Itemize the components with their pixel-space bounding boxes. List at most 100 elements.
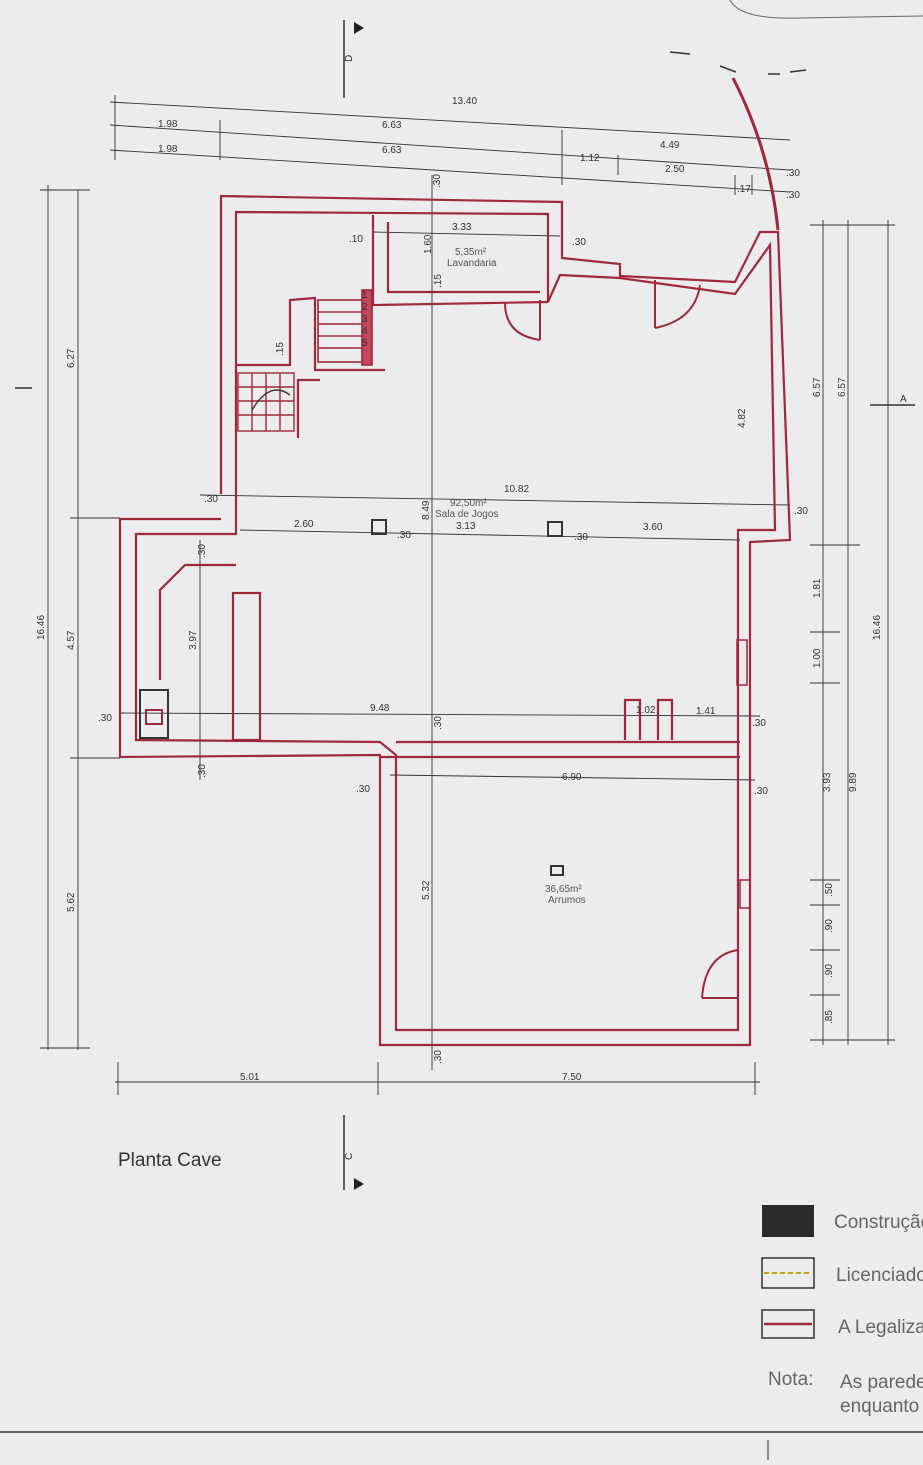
room-name: Lavandaria [447, 258, 497, 269]
dim-int-10: 8.49 [421, 500, 432, 520]
dim-int-19: 9.48 [370, 703, 390, 714]
dim-right-g: .50 [824, 883, 835, 897]
dim-int-11: 2.60 [294, 519, 314, 530]
dim-int-4: .15 [433, 274, 444, 288]
dim-int-16: .30 [794, 506, 808, 517]
dim-int-0: .30 [432, 174, 443, 188]
legend-label: A Legalizar [838, 1317, 923, 1338]
dim-left-b: 4.57 [66, 630, 77, 650]
dim-int-29: .30 [197, 764, 208, 778]
legend-label: Licenciado [836, 1265, 923, 1286]
dim-int-13: 3.60 [643, 522, 663, 533]
drawing-title: Planta Cave [118, 1150, 222, 1171]
room-sala-de-jogos: 92,50m² Sala de Jogos [435, 498, 498, 520]
dim-top-i: .30 [786, 168, 800, 179]
dim-bottom-a: 5.01 [240, 1072, 260, 1083]
dim-int-3: 1.60 [423, 234, 434, 254]
stair-step: 4 [362, 326, 368, 337]
legend-label: Construção [834, 1212, 923, 1233]
stair-step-numbers: 1 2 3 4 5 [362, 290, 368, 349]
section-marker-d: D [343, 20, 364, 98]
dim-left-total: 16.46 [36, 615, 47, 640]
note-line-1: As paredes [840, 1372, 923, 1393]
dim-int-27: .30 [754, 786, 768, 797]
dimensions-interior: .30 3.33 .10 1.60 .15 .30 .15 4.82 10.82… [98, 174, 808, 1064]
room-area: 36,65m² [545, 884, 582, 895]
legend: Construção Licenciado A Legalizar [761, 1205, 923, 1339]
dim-int-22: 1.41 [696, 706, 716, 717]
dim-int-6: .15 [275, 342, 286, 356]
dim-top-b: 6.63 [382, 120, 402, 131]
dim-int-25: 6.90 [562, 772, 582, 783]
dim-int-21: 1.02 [636, 705, 656, 716]
dim-right-j: .85 [824, 1010, 835, 1024]
dimensions-bottom: 5.01 7.50 [240, 1072, 582, 1083]
legend-item-construcao: Construção [762, 1205, 923, 1237]
dim-int-15: .30 [574, 532, 588, 543]
dimension-lines [40, 95, 895, 1095]
dim-bottom-b: 7.50 [562, 1072, 582, 1083]
dim-top-c: 4.49 [660, 140, 680, 151]
staircase [317, 289, 373, 366]
stair-step: 5 [362, 338, 368, 349]
dim-int-2: .10 [349, 234, 363, 245]
note-label: Nota: [768, 1369, 813, 1390]
dim-int-24: .30 [752, 718, 766, 729]
dim-right-e: 3.93 [822, 772, 833, 792]
room-arrumos: 36,65m² Arrumos [545, 884, 586, 906]
dim-int-26: .30 [356, 784, 370, 795]
dim-right-total: 16.46 [872, 615, 883, 640]
tiled-shower [237, 372, 295, 432]
stair-step: 3 [362, 314, 368, 325]
dim-top-a: 1.98 [158, 119, 178, 130]
dim-top-g: 2.50 [665, 164, 685, 175]
exterior-curve [731, 77, 780, 231]
dimensions-left: 16.46 6.27 4.57 5.62 [36, 348, 77, 912]
room-area: 5,35m² [455, 247, 487, 258]
door-swings [504, 280, 739, 999]
dim-int-1: 3.33 [452, 222, 472, 233]
dim-right-b: 6.57 [837, 377, 848, 397]
dim-int-14: .30 [397, 530, 411, 541]
dim-right-d: 1.00 [812, 648, 823, 668]
dim-int-28: 5.32 [421, 880, 432, 900]
dim-int-8: 10.82 [504, 484, 529, 495]
dim-right-h: .90 [824, 919, 835, 933]
dim-top-e: 6.63 [382, 145, 402, 156]
section-arrow-bottom-icon [354, 1178, 364, 1190]
dim-top-total: 13.40 [452, 96, 477, 107]
dim-right-c: 1.81 [812, 578, 823, 598]
walls [118, 194, 792, 1047]
sheet-fold-edge [729, 0, 923, 19]
room-lavandaria: 5,35m² Lavandaria [447, 247, 497, 269]
dim-int-9: .30 [204, 494, 218, 505]
dim-int-17: 3.97 [188, 630, 199, 650]
dimensions-top: 13.40 1.98 6.63 4.49 1.98 6.63 1.12 2.50… [158, 96, 800, 201]
note: Nota: As paredes enquanto [768, 1369, 923, 1417]
room-name: Arrumos [548, 895, 586, 906]
legend-item-a-legalizar: A Legalizar [761, 1309, 923, 1339]
section-label-bottom: C [344, 1153, 355, 1160]
dimensions-right: 6.57 6.57 1.81 1.00 3.93 9.89 16.46 .50 … [812, 377, 883, 1024]
dim-right-f: 9.89 [848, 772, 859, 792]
dim-int-7: 4.82 [737, 408, 748, 428]
fixtures [139, 519, 751, 909]
room-area: 92,50m² [450, 498, 487, 509]
legend-swatch-dashed [761, 1257, 815, 1289]
dim-right-i: .90 [824, 964, 835, 978]
dim-int-20: .30 [98, 713, 112, 724]
room-name: Sala de Jogos [435, 509, 498, 520]
dim-top-j: .30 [786, 190, 800, 201]
dim-top-f: 1.12 [580, 153, 600, 164]
section-marker-c: C [343, 1115, 364, 1190]
section-arrow-top-icon [354, 22, 364, 34]
dim-int-12: 3.13 [456, 521, 476, 532]
section-label-top: D [344, 55, 355, 62]
dim-int-23: .30 [433, 716, 444, 730]
stair-step: 2 [362, 302, 368, 313]
dim-top-h: .17 [737, 184, 751, 195]
legend-swatch-red [761, 1309, 815, 1339]
dim-right-a: 6.57 [812, 377, 823, 397]
